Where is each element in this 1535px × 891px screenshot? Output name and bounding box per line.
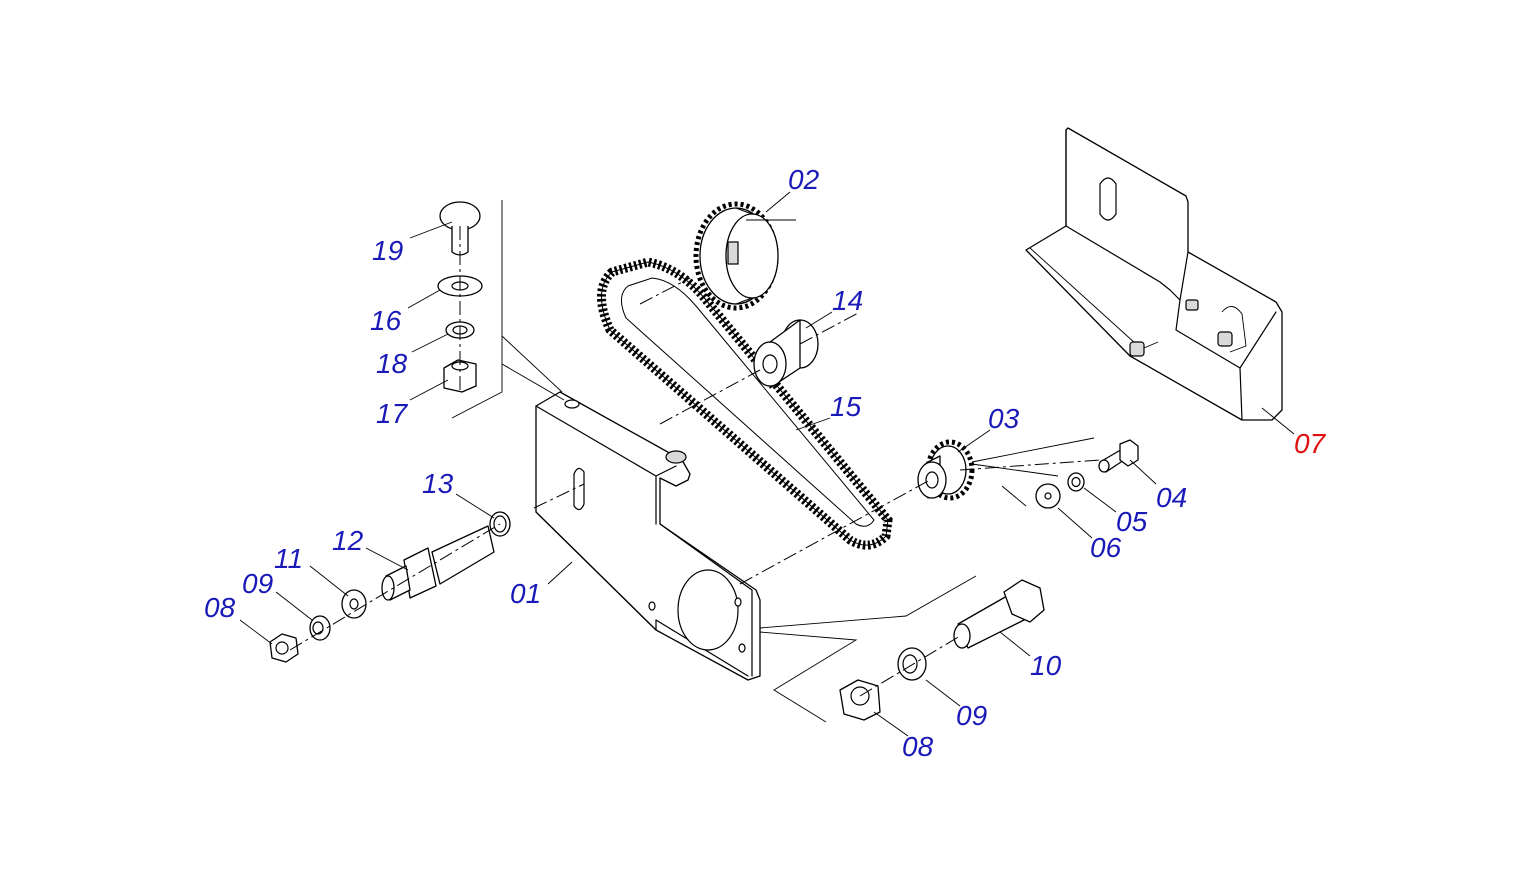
part-05-lock-washer[interactable]	[1067, 472, 1085, 492]
callout-16[interactable]: 16	[370, 305, 402, 336]
callout-09-left[interactable]: 09	[242, 568, 274, 599]
callout-18[interactable]: 18	[376, 348, 408, 379]
callout-04[interactable]: 04	[1156, 482, 1188, 513]
callout-07[interactable]: 07	[1294, 428, 1326, 459]
callout-15[interactable]: 15	[830, 391, 862, 422]
callout-09-bottom[interactable]: 09	[956, 700, 988, 731]
part-02-large-sprocket[interactable]	[693, 201, 779, 311]
part-14-idler-roller[interactable]	[753, 319, 819, 389]
callout-17[interactable]: 17	[376, 398, 408, 429]
part-07-cover-guard[interactable]	[1025, 127, 1283, 421]
callout-08-left[interactable]: 08	[204, 592, 236, 623]
callout-12[interactable]: 12	[332, 525, 364, 556]
part-06-washer[interactable]	[1035, 483, 1061, 509]
callout-10[interactable]: 10	[1030, 650, 1062, 681]
callout-14[interactable]: 14	[832, 285, 864, 316]
center-lines	[289, 226, 1101, 697]
callout-03[interactable]: 03	[988, 403, 1020, 434]
part-08-nut-bottom[interactable]	[839, 679, 881, 721]
part-12-stud-shaft[interactable]	[381, 525, 495, 601]
callout-05[interactable]: 05	[1116, 506, 1148, 537]
construction-lines	[451, 200, 1095, 723]
callout-02[interactable]: 02	[788, 164, 820, 195]
part-09-lock-washer-left[interactable]	[309, 615, 331, 641]
callout-13[interactable]: 13	[422, 468, 454, 499]
callout-01[interactable]: 01	[510, 578, 542, 609]
part-09-lock-washer-bottom[interactable]	[897, 647, 927, 681]
callout-11[interactable]: 11	[274, 543, 304, 574]
leader-lines	[239, 191, 1295, 737]
part-04-bolt[interactable]	[1098, 439, 1139, 473]
part-03-small-sprocket[interactable]	[917, 439, 975, 501]
part-10-hex-bolt[interactable]	[953, 579, 1045, 649]
part-15-chain[interactable]	[597, 257, 893, 550]
part-08-nut-left[interactable]	[269, 633, 299, 663]
part-01-main-bracket[interactable]	[535, 391, 761, 681]
callout-19[interactable]: 19	[372, 235, 404, 266]
callout-08-bottom[interactable]: 08	[902, 731, 934, 762]
callout-06[interactable]: 06	[1090, 532, 1122, 563]
